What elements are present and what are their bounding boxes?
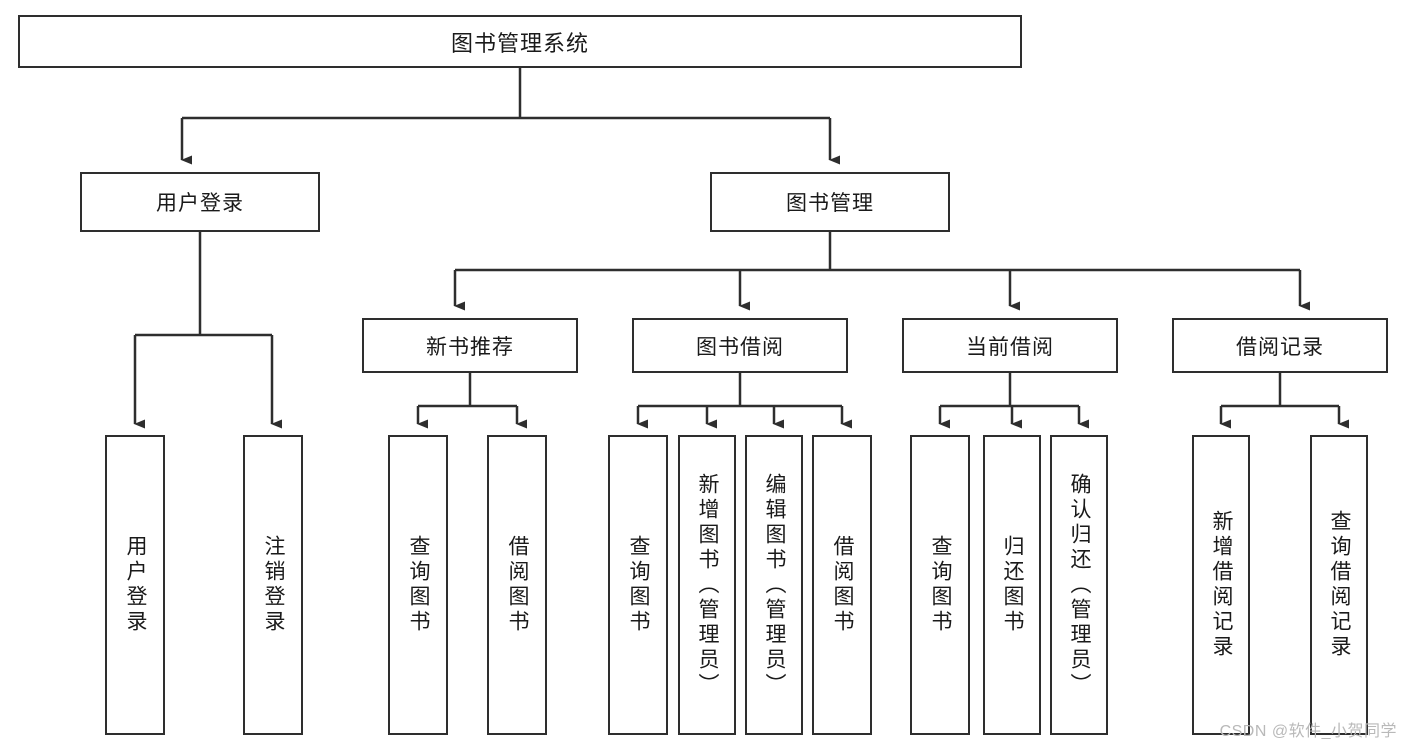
leaf-logout[interactable]: 注销登录 [243,435,303,735]
leaf-user-login-label: 用户登录 [124,535,148,635]
leaf-borrow-book[interactable]: 借阅图书 [812,435,872,735]
leaf-query-book-borrow[interactable]: 查询图书 [608,435,668,735]
node-book-borrow-label: 图书借阅 [696,335,784,359]
node-new-book-recommend-label: 新书推荐 [426,335,514,359]
node-user-login[interactable]: 用户登录 [80,172,320,232]
node-user-login-label: 用户登录 [156,192,244,215]
leaf-query-book-borrow-label: 查询图书 [627,535,651,635]
node-root[interactable]: 图书管理系统 [18,15,1022,68]
node-borrow-record[interactable]: 借阅记录 [1172,318,1388,373]
leaf-query-borrow-record-label: 查询借阅记录 [1328,510,1352,660]
leaf-query-book-recommend[interactable]: 查询图书 [388,435,448,735]
leaf-add-book-admin-label: 新增图书（管理员） [696,472,720,698]
leaf-user-login[interactable]: 用户登录 [105,435,165,735]
leaf-edit-book-admin-label: 编辑图书（管理员） [763,472,787,698]
leaf-return-book[interactable]: 归还图书 [983,435,1041,735]
leaf-borrow-book-label: 借阅图书 [831,535,855,635]
leaf-add-book-admin[interactable]: 新增图书（管理员） [678,435,736,735]
leaf-query-book-current[interactable]: 查询图书 [910,435,970,735]
leaf-edit-book-admin[interactable]: 编辑图书（管理员） [745,435,803,735]
leaf-confirm-return-admin-label: 确认归还（管理员） [1068,472,1092,698]
leaf-add-borrow-record[interactable]: 新增借阅记录 [1192,435,1250,735]
leaf-logout-label: 注销登录 [262,535,286,635]
node-current-borrow[interactable]: 当前借阅 [902,318,1118,373]
node-current-borrow-label: 当前借阅 [966,335,1054,359]
node-book-borrow[interactable]: 图书借阅 [632,318,848,373]
leaf-add-borrow-record-label: 新增借阅记录 [1210,510,1234,660]
node-borrow-record-label: 借阅记录 [1236,335,1324,359]
leaf-borrow-book-recommend-label: 借阅图书 [506,535,530,635]
leaf-confirm-return-admin[interactable]: 确认归还（管理员） [1050,435,1108,735]
watermark: CSDN @软件_小贺同学 [1219,723,1397,740]
leaf-return-book-label: 归还图书 [1001,535,1025,635]
node-book-management-label: 图书管理 [786,192,874,215]
leaf-query-borrow-record[interactable]: 查询借阅记录 [1310,435,1368,735]
leaf-query-book-current-label: 查询图书 [929,535,953,635]
node-new-book-recommend[interactable]: 新书推荐 [362,318,578,373]
leaf-borrow-book-recommend[interactable]: 借阅图书 [487,435,547,735]
leaf-query-book-recommend-label: 查询图书 [407,535,431,635]
node-root-label: 图书管理系统 [450,30,589,56]
node-book-management[interactable]: 图书管理 [710,172,950,232]
